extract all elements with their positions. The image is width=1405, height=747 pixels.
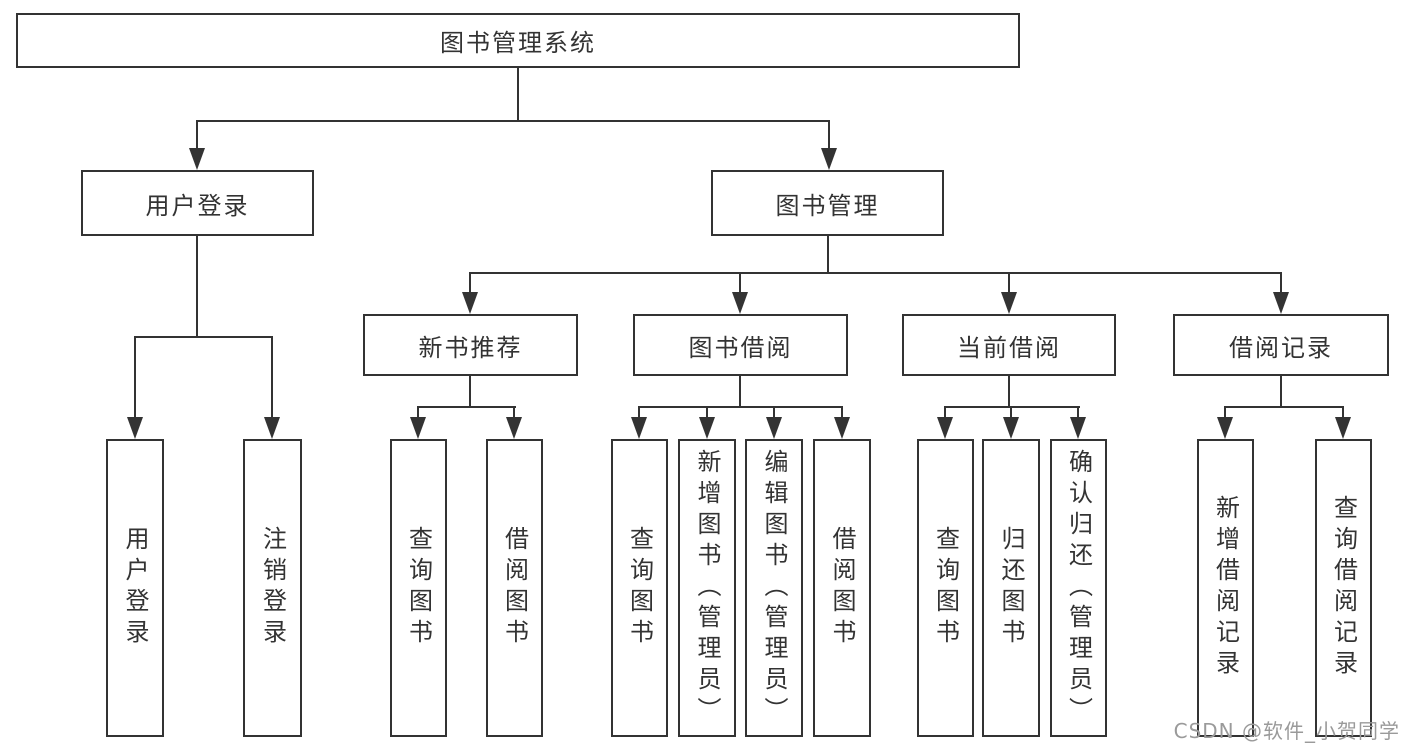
arrowhead-cb-return xyxy=(1003,417,1019,439)
arrowhead-br-add xyxy=(1217,417,1233,439)
node-book-management: 图书管理 xyxy=(711,170,944,236)
leaf-borrow-edit-books-admin-label: 编辑图书（管理员） xyxy=(760,448,788,728)
arrowhead-book-borrow xyxy=(732,292,748,314)
connector-book-borrow-rail xyxy=(638,406,843,408)
connector-drop-leaf-login xyxy=(134,336,136,417)
node-library-system: 图书管理系统 xyxy=(16,13,1020,68)
leaf-borrow-query-books: 查询图书 xyxy=(611,439,668,737)
leaf-current-query-books: 查询图书 xyxy=(917,439,974,737)
arrowhead-cb-query xyxy=(937,417,953,439)
leaf-record-query-record: 查询借阅记录 xyxy=(1315,439,1372,737)
connector-drop-cb-query xyxy=(944,406,946,417)
leaf-borrow-add-books-admin: 新增图书（管理员） xyxy=(678,439,736,737)
arrowhead-bb-edit xyxy=(766,417,782,439)
arrowhead-bb-add xyxy=(699,417,715,439)
leaf-newbook-borrow-books: 借阅图书 xyxy=(486,439,543,737)
arrowhead-user-login xyxy=(189,148,205,170)
connector-drop-leaf-logout xyxy=(271,336,273,417)
connector-drop-current-borrow xyxy=(1008,272,1010,292)
connector-drop-br-query xyxy=(1342,406,1344,417)
connector-drop-new-book xyxy=(469,272,471,292)
leaf-newbook-borrow-books-label: 借阅图书 xyxy=(500,526,529,650)
leaf-logout-label: 注销登录 xyxy=(258,526,287,650)
arrowhead-book-management xyxy=(821,148,837,170)
arrowhead-current-borrow xyxy=(1001,292,1017,314)
connector-borrow-record-rail xyxy=(1224,406,1344,408)
connector-drop-borrow-record xyxy=(1280,272,1282,292)
connector-current-borrow-stem xyxy=(1008,376,1010,406)
arrowhead-borrow-record xyxy=(1273,292,1289,314)
leaf-record-query-record-label: 查询借阅记录 xyxy=(1329,495,1358,681)
connector-current-borrow-rail xyxy=(944,406,1080,408)
connector-drop-bb-add xyxy=(706,406,708,417)
connector-drop-nb-borrow xyxy=(513,406,515,417)
leaf-record-add-record: 新增借阅记录 xyxy=(1197,439,1254,737)
connector-book-borrow-stem xyxy=(739,376,741,406)
arrowhead-br-query xyxy=(1335,417,1351,439)
leaf-current-return-books-label: 归还图书 xyxy=(997,526,1025,650)
arrowhead-cb-confirm xyxy=(1070,417,1086,439)
connector-user-login-stem xyxy=(196,236,198,336)
arrowhead-leaf-logout xyxy=(264,417,280,439)
leaf-current-confirm-return-admin: 确认归还（管理员） xyxy=(1050,439,1107,737)
connector-new-book-stem xyxy=(469,376,471,406)
connector-drop-bb-edit xyxy=(773,406,775,417)
leaf-current-query-books-label: 查询图书 xyxy=(931,526,960,650)
leaf-newbook-query-books: 查询图书 xyxy=(390,439,447,737)
connector-drop-br-add xyxy=(1224,406,1226,417)
leaf-current-return-books: 归还图书 xyxy=(982,439,1040,737)
leaf-record-add-record-label: 新增借阅记录 xyxy=(1211,495,1240,681)
leaf-borrow-borrow-books-label: 借阅图书 xyxy=(828,526,856,650)
connector-root-stem xyxy=(517,68,519,120)
connector-user-login-rail xyxy=(134,336,273,338)
arrowhead-leaf-login xyxy=(127,417,143,439)
leaf-user-login-label: 用户登录 xyxy=(121,526,149,650)
arrowhead-nb-borrow xyxy=(506,417,522,439)
leaf-logout: 注销登录 xyxy=(243,439,302,737)
node-new-book-recommend: 新书推荐 xyxy=(363,314,578,376)
leaf-user-login: 用户登录 xyxy=(106,439,164,737)
node-current-borrow: 当前借阅 xyxy=(902,314,1116,376)
arrowhead-bb-borrow xyxy=(834,417,850,439)
leaf-newbook-query-books-label: 查询图书 xyxy=(404,526,433,650)
connector-book-mgmt-rail xyxy=(469,272,1282,274)
connector-drop-book-borrow xyxy=(739,272,741,292)
arrowhead-nb-query xyxy=(410,417,426,439)
node-book-borrow: 图书借阅 xyxy=(633,314,848,376)
connector-drop-book-management xyxy=(828,120,830,148)
connector-drop-cb-return xyxy=(1010,406,1012,417)
leaf-borrow-query-books-label: 查询图书 xyxy=(625,526,654,650)
connector-new-book-rail xyxy=(417,406,516,408)
connector-borrow-record-stem xyxy=(1280,376,1282,406)
connector-drop-bb-borrow xyxy=(841,406,843,417)
connector-drop-nb-query xyxy=(417,406,419,417)
connector-drop-cb-confirm xyxy=(1077,406,1079,417)
node-borrow-record: 借阅记录 xyxy=(1173,314,1389,376)
leaf-borrow-add-books-admin-label: 新增图书（管理员） xyxy=(693,448,721,728)
connector-drop-user-login xyxy=(196,120,198,148)
connector-drop-bb-query xyxy=(638,406,640,417)
node-user-login: 用户登录 xyxy=(81,170,314,236)
leaf-current-confirm-return-admin-label: 确认归还（管理员） xyxy=(1064,448,1093,728)
connector-book-mgmt-stem xyxy=(827,236,829,272)
connector-root-rail xyxy=(196,120,830,122)
arrowhead-new-book xyxy=(462,292,478,314)
leaf-borrow-borrow-books: 借阅图书 xyxy=(813,439,871,737)
csdn-watermark: CSDN @软件_小贺同学 xyxy=(1173,719,1400,743)
arrowhead-bb-query xyxy=(631,417,647,439)
leaf-borrow-edit-books-admin: 编辑图书（管理员） xyxy=(745,439,803,737)
